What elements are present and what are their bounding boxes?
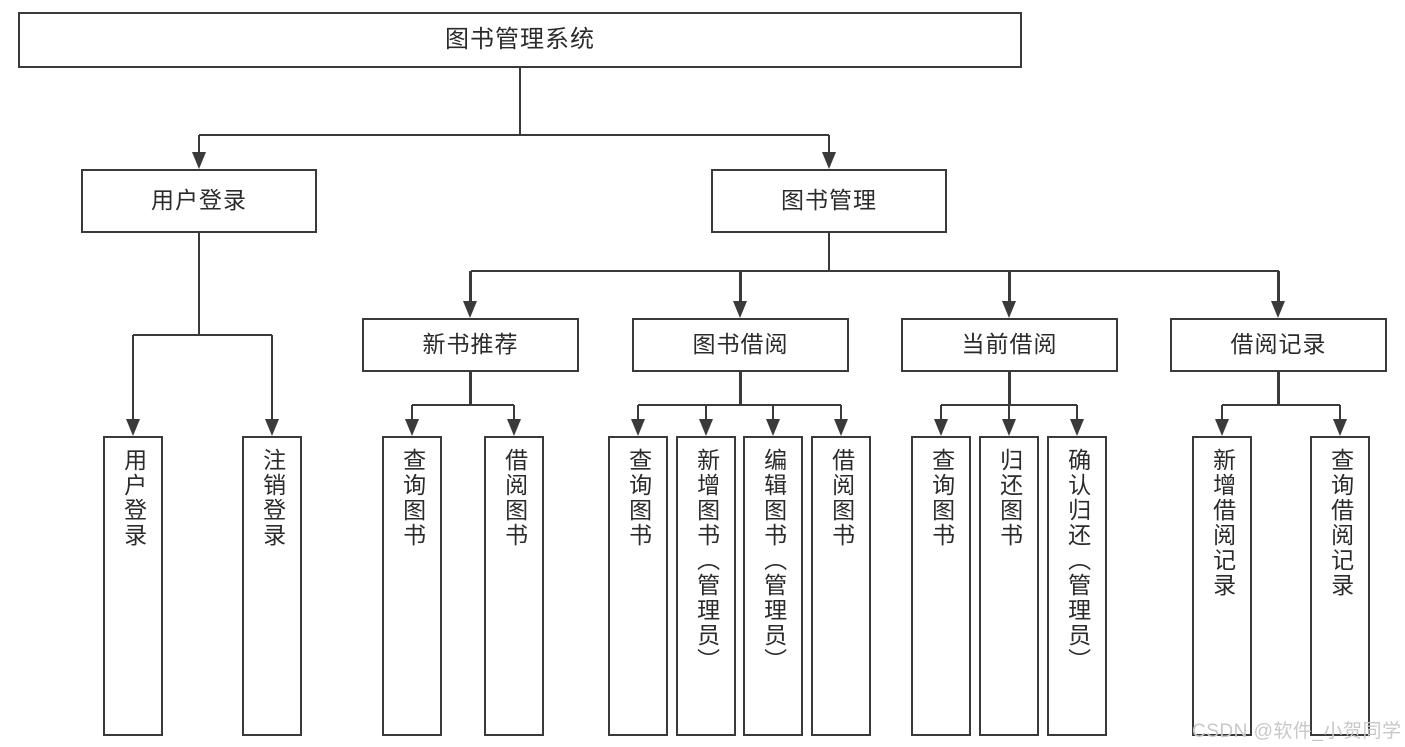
connector-line: [1222, 403, 1340, 407]
leaf-node[interactable]: 借阅图书: [811, 436, 871, 736]
watermark: CSDN @软件_小贺同学: [1192, 721, 1402, 742]
leaf-node[interactable]: 确认归还（管理员）: [1047, 436, 1107, 736]
connector-line: [1277, 271, 1280, 301]
connector-line: [197, 233, 201, 335]
leaf-node-label: 查询图书: [399, 448, 426, 548]
leaf-node[interactable]: 借阅图书: [484, 436, 544, 736]
node-book-management[interactable]: 图书管理: [711, 169, 947, 233]
arrowhead-icon: [833, 419, 848, 436]
arrowhead-icon: [125, 419, 140, 436]
leaf-node[interactable]: 查询借阅记录: [1310, 436, 1370, 736]
connector-line: [1008, 372, 1011, 405]
leaf-node[interactable]: 注销登录: [242, 436, 302, 736]
arrowhead-icon: [1332, 419, 1347, 436]
leaf-node-label: 编辑图书（管理员）: [760, 448, 787, 673]
connector-line: [412, 403, 514, 407]
leaf-node-label: 借阅图书: [501, 448, 528, 548]
leaf-node[interactable]: 查询图书: [608, 436, 668, 736]
arrowhead-icon: [1069, 419, 1084, 436]
node-root-label: 图书管理系统: [445, 25, 595, 53]
connector-line: [512, 405, 516, 419]
leaf-node-label: 归还图书: [996, 448, 1023, 548]
connector-line: [636, 405, 640, 419]
leaf-node-label: 查询借阅记录: [1327, 448, 1354, 598]
connector-line: [469, 271, 472, 301]
connector-line: [839, 405, 843, 419]
node-book-management-label: 图书管理: [781, 187, 877, 214]
connector-line: [199, 133, 829, 137]
node-current-borrow-label: 当前借阅: [961, 331, 1058, 358]
arrowhead-icon: [630, 419, 645, 436]
connector-line: [739, 271, 742, 301]
connector-line: [518, 68, 522, 135]
leaf-node[interactable]: 新增借阅记录: [1192, 436, 1252, 736]
leaf-node-label: 查询图书: [928, 448, 955, 548]
leaf-node-label: 注销登录: [259, 448, 286, 548]
arrowhead-icon: [698, 419, 713, 436]
arrowhead-icon: [933, 419, 948, 436]
connector-line: [1075, 405, 1079, 419]
arrowhead-icon: [264, 419, 279, 436]
connector-line: [1277, 372, 1280, 405]
arrowhead-icon: [1214, 419, 1229, 436]
arrowhead-icon: [1001, 419, 1016, 436]
connector-line: [939, 405, 943, 419]
node-borrow-record-label: 借阅记录: [1230, 331, 1327, 358]
arrowhead-icon: [821, 152, 836, 169]
connector-line: [470, 269, 1279, 273]
connector-line: [704, 405, 708, 419]
leaf-node[interactable]: 编辑图书（管理员）: [743, 436, 803, 736]
node-new-book-recommend[interactable]: 新书推荐: [362, 318, 579, 372]
connector-line: [638, 403, 841, 407]
leaf-node-label: 新增借阅记录: [1209, 448, 1236, 598]
leaf-node[interactable]: 查询图书: [911, 436, 971, 736]
node-user-login-label: 用户登录: [151, 187, 247, 214]
connector-line: [1220, 405, 1224, 419]
node-new-book-recommend-label: 新书推荐: [422, 331, 519, 358]
arrowhead-icon: [463, 301, 477, 318]
connector-line: [739, 372, 742, 405]
leaf-node[interactable]: 新增图书（管理员）: [676, 436, 736, 736]
arrowhead-icon: [733, 301, 747, 318]
node-root[interactable]: 图书管理系统: [18, 12, 1022, 68]
connector-line: [1338, 405, 1342, 419]
connector-line: [270, 335, 274, 419]
arrowhead-icon: [191, 152, 206, 169]
node-borrow-record[interactable]: 借阅记录: [1170, 318, 1387, 372]
connector-line: [197, 135, 201, 152]
leaf-node-label: 新增图书（管理员）: [693, 448, 720, 673]
arrowhead-icon: [765, 419, 780, 436]
connector-line: [1008, 271, 1011, 301]
leaf-node[interactable]: 查询图书: [382, 436, 442, 736]
node-current-borrow[interactable]: 当前借阅: [901, 318, 1118, 372]
connector-line: [131, 335, 135, 419]
connector-line: [771, 405, 775, 419]
connector-line: [827, 135, 831, 152]
leaf-node[interactable]: 用户登录: [103, 436, 163, 736]
arrowhead-icon: [1271, 301, 1285, 318]
leaf-node-label: 借阅图书: [828, 448, 855, 548]
node-book-borrow-label: 图书借阅: [692, 331, 789, 358]
connector-line: [469, 372, 472, 405]
connector-line: [1007, 405, 1011, 419]
connector-line: [827, 233, 831, 271]
leaf-node-label: 查询图书: [625, 448, 652, 548]
leaf-node-label: 用户登录: [120, 448, 147, 548]
node-user-login[interactable]: 用户登录: [81, 169, 317, 233]
arrowhead-icon: [1002, 301, 1016, 318]
connector-line: [133, 333, 272, 337]
arrowhead-icon: [404, 419, 419, 436]
arrowhead-icon: [506, 419, 521, 436]
node-book-borrow[interactable]: 图书借阅: [632, 318, 849, 372]
leaf-node[interactable]: 归还图书: [979, 436, 1039, 736]
leaf-node-label: 确认归还（管理员）: [1064, 448, 1091, 673]
connector-line: [410, 405, 414, 419]
